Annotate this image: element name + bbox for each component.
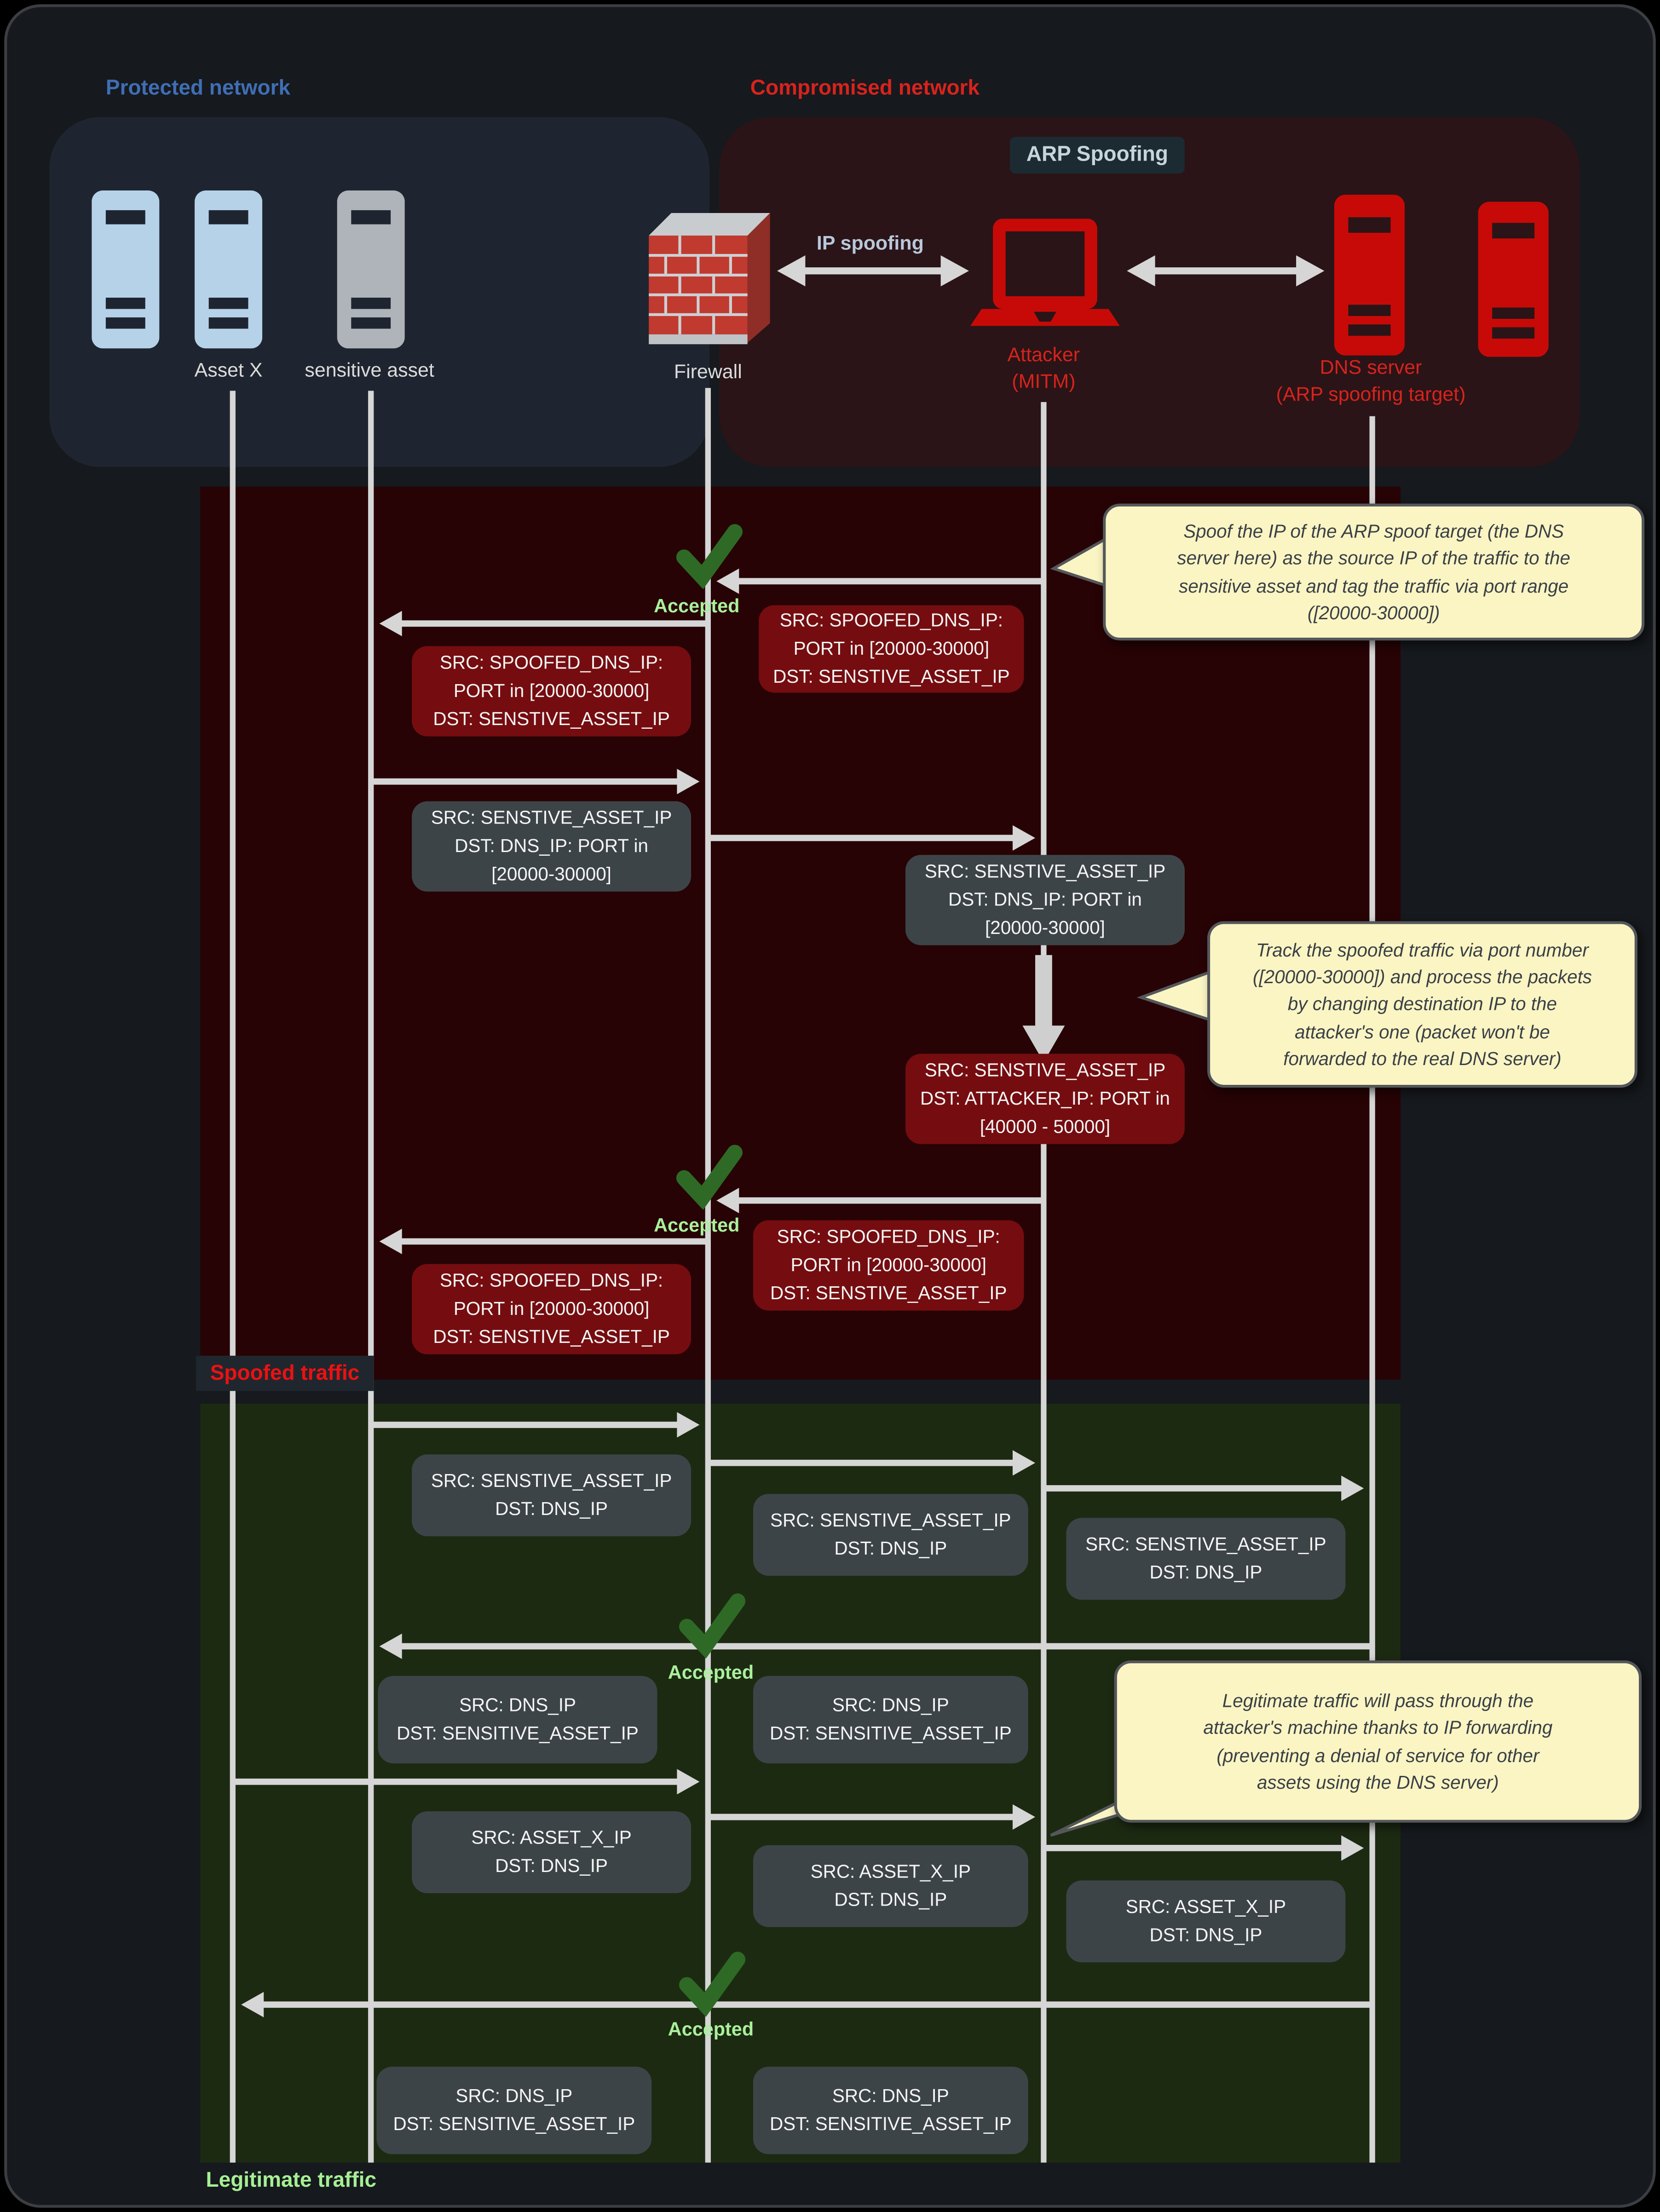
arrow-attacker-to-firewall-2	[716, 1187, 1044, 1214]
callout-tail-2	[1136, 970, 1212, 1022]
message-chip-spoofed-reply-1: SRC: SPOOFED_DNS_IP: PORT in [20000-3000…	[759, 605, 1024, 693]
message-chip-request-1: SRC: SENSTIVE_ASSET_IP DST: DNS_IP: PORT…	[412, 801, 692, 892]
message-chip-redirect-to-attacker: SRC: SENSTIVE_ASSET_IP DST: ATTACKER_IP:…	[905, 1054, 1185, 1144]
arrow-firewall-to-sensitive-2	[379, 1228, 708, 1254]
attacker-sublabel: (MITM)	[1012, 369, 1076, 392]
arrow-firewall-to-attacker-3	[708, 1450, 1036, 1476]
legitimate-traffic-label: Legitimate traffic	[206, 2168, 377, 2193]
attacker-laptop-icon	[970, 219, 1120, 326]
double-arrow-attacker-dns	[1127, 255, 1325, 287]
arrow-firewall-to-attacker-1	[708, 825, 1036, 851]
sequence-overlay	[230, 255, 1375, 2163]
process-down-arrow	[1022, 955, 1065, 1062]
dns-server-label: DNS server	[1320, 355, 1422, 378]
message-chip-request-2: SRC: SENSTIVE_ASSET_IP DST: DNS_IP: PORT…	[905, 855, 1185, 945]
arp-spoofing-title: ARP Spoofing	[1009, 137, 1185, 174]
accepted-badge: Accepted	[654, 1215, 740, 1236]
message-chip-legit-reply-1: SRC: DNS_IP DST: SENSITIVE_ASSET_IP	[378, 1676, 657, 1763]
message-chip-assetx-request-2: SRC: ASSET_X_IP DST: DNS_IP	[753, 1845, 1028, 1927]
message-chip-legit-reply-2: SRC: DNS_IP DST: SENSITIVE_ASSET_IP	[753, 1676, 1028, 1763]
arrow-dns-to-sensitive-reply	[379, 1633, 1372, 1659]
message-chip-spoofed-reply-4: SRC: SPOOFED_DNS_IP: PORT in [20000-3000…	[412, 1264, 692, 1354]
callout-spoof-note: Spoof the IP of the ARP spoof target (th…	[1103, 503, 1645, 641]
dns-server-sublabel: (ARP spoofing target)	[1276, 382, 1466, 405]
callout-forward-note: Legitimate traffic will pass through the…	[1114, 1660, 1642, 1823]
app-frame: Protected network Compromised network AR…	[4, 4, 1656, 2208]
attacker-label: Attacker	[1007, 343, 1080, 366]
arrow-firewall-to-attacker-4	[708, 1804, 1036, 1830]
dns-server-icon	[1334, 195, 1405, 356]
message-chip-legit-request-2: SRC: SENSTIVE_ASSET_IP DST: DNS_IP	[753, 1494, 1028, 1576]
firewall-icon	[649, 213, 770, 345]
compromised-network-header: Compromised network	[750, 76, 980, 100]
sensitive-asset-server-icon	[337, 190, 405, 349]
dns-server-secondary-icon	[1478, 202, 1549, 357]
arrow-dns-to-assetx-reply	[241, 1992, 1372, 2017]
message-chip-bottom-reply-2: SRC: DNS_IP DST: SENSITIVE_ASSET_IP	[753, 2067, 1028, 2154]
asset-x-label: Asset X	[194, 358, 263, 381]
message-chip-legit-request-1: SRC: SENSTIVE_ASSET_IP DST: DNS_IP	[412, 1454, 692, 1537]
arrow-assetx-to-firewall	[232, 1769, 700, 1795]
accepted-badge: Accepted	[654, 595, 740, 616]
callout-tail-1	[1050, 536, 1107, 588]
asset-x-server-icon	[195, 190, 263, 349]
check-icon	[676, 1145, 743, 1210]
message-chip-assetx-request-1: SRC: ASSET_X_IP DST: DNS_IP	[412, 1811, 692, 1894]
spoofed-traffic-label: Spoofed traffic	[196, 1355, 374, 1391]
message-chip-spoofed-reply-3: SRC: SPOOFED_DNS_IP: PORT in [20000-3000…	[753, 1220, 1024, 1311]
arrow-attacker-to-firewall-1	[716, 568, 1044, 594]
double-arrow-firewall-attacker	[777, 255, 969, 287]
protected-network-header: Protected network	[105, 76, 291, 100]
check-icon	[679, 1593, 746, 1659]
message-chip-spoofed-reply-2: SRC: SPOOFED_DNS_IP: PORT in [20000-3000…	[412, 646, 692, 737]
ip-spoofing-label: IP spoofing	[816, 231, 924, 254]
check-icon	[679, 1952, 746, 2017]
message-chip-legit-request-3: SRC: SENSTIVE_ASSET_IP DST: DNS_IP	[1066, 1518, 1346, 1600]
message-chip-bottom-reply-1: SRC: DNS_IP DST: SENSITIVE_ASSET_IP	[376, 2067, 652, 2154]
arrow-sensitive-to-firewall-1	[371, 769, 700, 795]
message-chip-assetx-request-3: SRC: ASSET_X_IP DST: DNS_IP	[1066, 1880, 1346, 1963]
compromised-network-box	[719, 117, 1580, 467]
accepted-badge: Accepted	[668, 1662, 754, 1683]
arrow-firewall-to-sensitive-1	[379, 611, 708, 636]
accepted-badge: Accepted	[668, 2018, 754, 2040]
arrow-attacker-to-dns-3	[1043, 1475, 1364, 1501]
arrow-attacker-to-dns-4	[1043, 1835, 1364, 1861]
callout-track-note: Track the spoofed traffic via port numbe…	[1207, 921, 1637, 1088]
arrow-sensitive-to-firewall-3	[371, 1412, 700, 1438]
server-icon	[92, 190, 160, 349]
firewall-label: Firewall	[674, 359, 742, 382]
check-icon	[676, 524, 743, 589]
sensitive-asset-label: sensitive asset	[305, 358, 434, 381]
